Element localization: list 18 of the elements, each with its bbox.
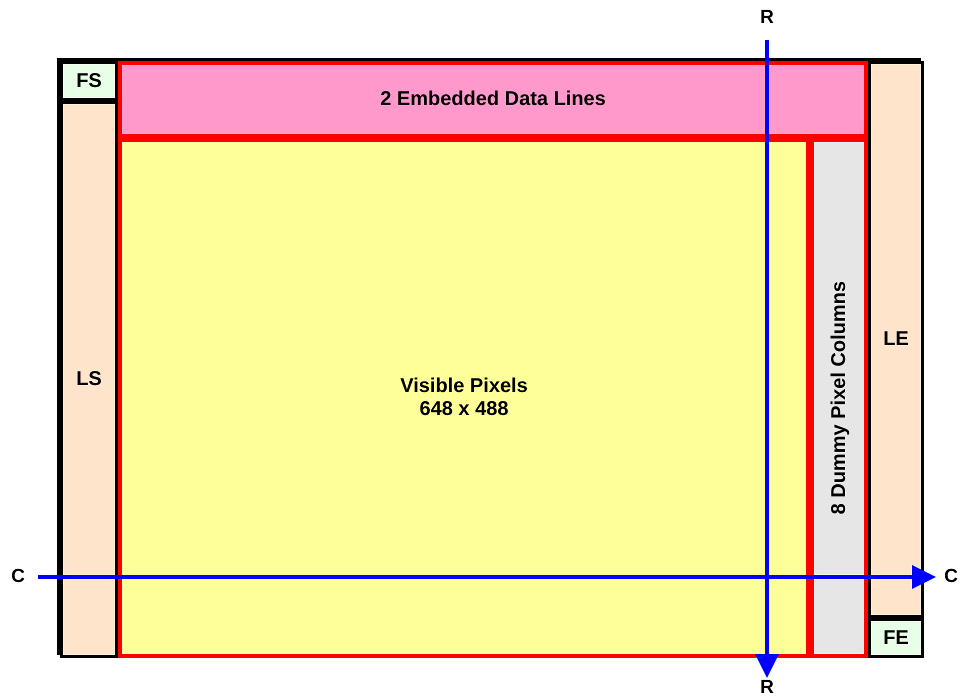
line-start-band [60, 101, 118, 658]
area-label: FS [76, 70, 102, 92]
axis-label: C [944, 566, 958, 588]
embedded-data-band [118, 61, 868, 138]
axis-label: R [760, 7, 774, 29]
axis-label: R [760, 677, 774, 698]
area-label: Visible Pixels [400, 375, 528, 398]
area-label: 2 Embedded Data Lines [380, 88, 606, 111]
line-end-band [868, 61, 924, 618]
area-label: FE [883, 626, 909, 650]
frame-end-cell [868, 618, 924, 658]
frame-border [57, 58, 921, 655]
frame-start-cell [60, 61, 118, 101]
area-label: LE [883, 328, 909, 351]
area-label: 8 Dummy Pixel Columns [828, 281, 850, 515]
area-label: 648 x 488 [420, 398, 508, 421]
axis-label: C [11, 566, 25, 588]
area-label: LS [76, 368, 102, 391]
